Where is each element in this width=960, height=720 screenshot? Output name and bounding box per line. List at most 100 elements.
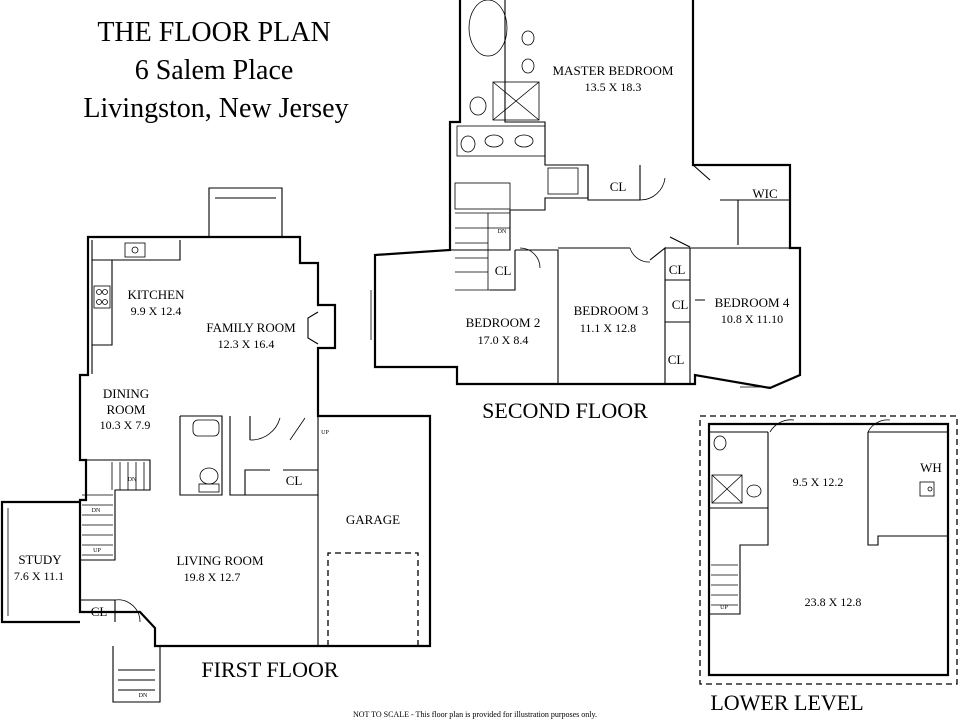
bedroom3-label: BEDROOM 3 — [574, 303, 649, 318]
door-swing — [249, 417, 281, 441]
dining-room-label-1: DINING — [103, 386, 149, 401]
lower-stairs — [711, 564, 738, 606]
water-heater-label: WH — [920, 460, 942, 475]
entry-door-swing — [114, 599, 141, 623]
master-closet-walls — [587, 164, 790, 248]
lower-door-swing — [769, 419, 795, 433]
dining-room-label-2: ROOM — [106, 402, 145, 417]
lower-level-heading: LOWER LEVEL — [710, 690, 863, 715]
master-bedroom-label: MASTER BEDROOM — [553, 63, 674, 78]
first-floor-closet-label: CL — [286, 473, 303, 488]
bedroom2-dims: 17.0 X 8.4 — [478, 333, 529, 347]
entry-closet-label: CL — [91, 604, 108, 619]
kitchen-dims: 9.9 X 12.4 — [131, 304, 182, 318]
plan-address: 6 Salem Place — [135, 55, 294, 86]
hall-tub — [454, 182, 511, 210]
water-heater-dot — [927, 486, 933, 492]
first-floor-heading: FIRST FLOOR — [201, 657, 338, 682]
second-floor-plan — [370, 0, 802, 390]
first-floor-stairs — [82, 462, 145, 556]
lower-door-swing — [867, 419, 891, 433]
lower-stair-mark-up: UP — [720, 605, 728, 611]
master-tub — [468, 0, 508, 57]
second-floor-stair-mark: DN — [498, 229, 507, 235]
bedroom4-closet-label: CL — [672, 297, 689, 312]
master-door-swing — [639, 177, 666, 201]
lower-sink — [713, 435, 727, 451]
bedroom4-dims: 10.8 X 11.10 — [721, 312, 783, 326]
sink-drain — [131, 246, 139, 254]
lower-shower-drain — [711, 474, 743, 504]
lower-toilet — [746, 484, 762, 498]
kitchen-counter — [91, 240, 181, 374]
second-floor-heading: SECOND FLOOR — [482, 398, 648, 423]
stair-mark-dn: DN — [92, 508, 101, 514]
study-label: STUDY — [18, 552, 62, 567]
study-walls — [0, 500, 80, 624]
water-heater-icon — [919, 481, 935, 497]
dining-room-dims: 10.3 X 7.9 — [100, 418, 151, 432]
bedroom3-door-swing — [629, 247, 651, 263]
bedroom4-label: BEDROOM 4 — [715, 295, 790, 310]
vanity-sink — [484, 134, 504, 148]
shower-drain — [492, 81, 540, 121]
burner — [96, 299, 102, 305]
lower-shower — [711, 474, 743, 504]
master-bath-walls — [450, 0, 589, 251]
bedroom2-closet-label: CL — [495, 263, 512, 278]
burner — [102, 289, 108, 295]
front-steps — [112, 646, 161, 703]
vanity-sink — [521, 30, 535, 46]
master-closet-label: CL — [610, 179, 627, 194]
second-floor-outer-walls — [373, 0, 802, 390]
lower-level-walls — [707, 422, 950, 677]
kitchen-sink — [124, 242, 146, 258]
master-shower — [492, 81, 540, 121]
plan-title: THE FLOOR PLAN — [97, 17, 330, 48]
bedroom2-label: BEDROOM 2 — [466, 315, 541, 330]
cooktop — [93, 285, 111, 309]
rear-porch — [208, 187, 283, 237]
disclaimer: NOT TO SCALE - This floor plan is provid… — [353, 710, 597, 719]
kitchen-label: KITCHEN — [127, 287, 185, 302]
burner — [102, 299, 108, 305]
lower-level-footprint — [699, 415, 958, 685]
burner — [96, 289, 102, 295]
master-bedroom-dims: 13.5 X 18.3 — [585, 80, 642, 94]
lower-level-plan — [699, 415, 958, 685]
bedroom2-door-swing — [519, 247, 541, 269]
bedroom3-closet-label: CL — [669, 262, 686, 277]
living-room-dims: 19.8 X 12.7 — [184, 570, 241, 584]
lower-level-partitions — [709, 431, 948, 615]
family-room-label: FAMILY ROOM — [206, 320, 296, 335]
bedroom3-dims: 11.1 X 12.8 — [580, 321, 636, 335]
front-steps-mark-dn: DN — [139, 693, 148, 699]
first-floor-plan — [0, 187, 432, 703]
family-room-dims: 12.3 X 16.4 — [218, 337, 275, 351]
garage-stair-mark-up: UP — [321, 430, 329, 436]
lower-room-a-dims: 9.5 X 12.2 — [793, 475, 844, 489]
second-floor-stairs — [455, 212, 515, 291]
powder-sink — [192, 419, 220, 437]
vanity-sink — [521, 58, 535, 74]
living-room-label: LIVING ROOM — [176, 553, 263, 568]
study-dims: 7.6 X 11.1 — [14, 569, 64, 583]
master-toilet — [469, 96, 487, 116]
stair-wall — [80, 459, 151, 561]
fireplace — [307, 311, 319, 345]
garage-label: GARAGE — [346, 512, 400, 527]
stair-mark-up: UP — [93, 548, 101, 554]
door-leaf — [289, 417, 306, 441]
garage-car-outline — [327, 552, 419, 646]
wic-label: WIC — [752, 186, 777, 201]
bedroom-partitions — [490, 246, 790, 384]
powder-toilet — [199, 467, 219, 485]
hall-closet-label: CL — [668, 352, 685, 367]
vanity-sink — [514, 134, 534, 148]
linen-cabinet — [547, 167, 579, 195]
stair-mark-dn: DN — [128, 477, 137, 483]
powder-room-walls — [179, 415, 319, 496]
plan-city: Livingston, New Jersey — [83, 93, 348, 124]
lower-room-b-dims: 23.8 X 12.8 — [805, 595, 862, 609]
